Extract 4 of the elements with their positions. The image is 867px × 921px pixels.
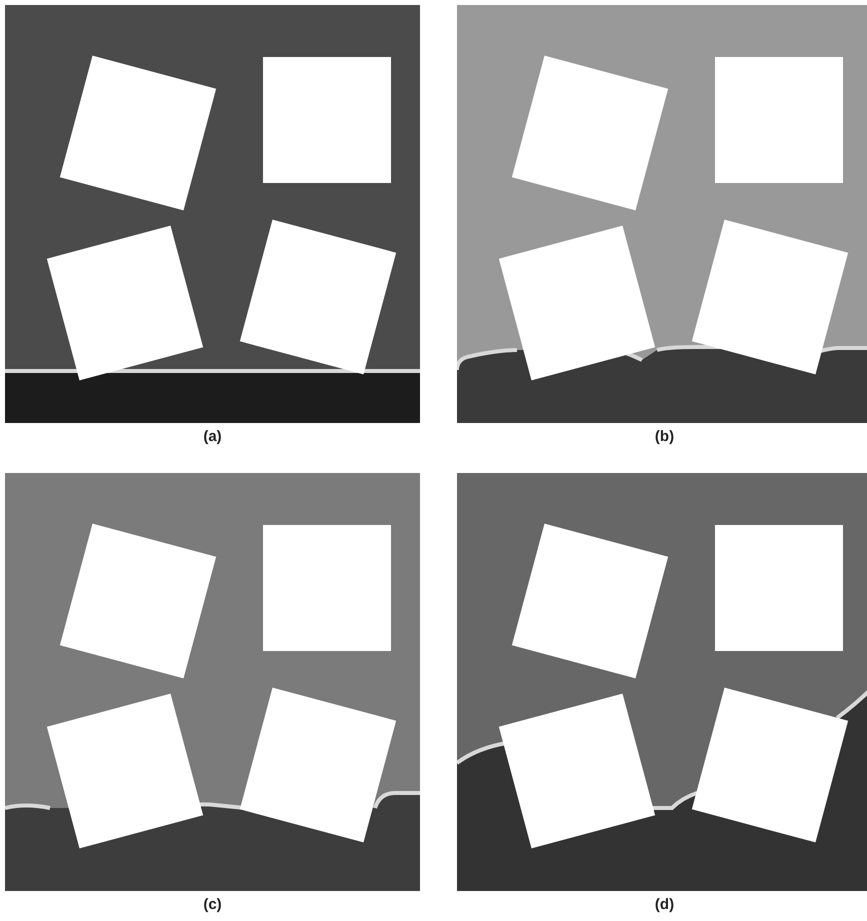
panel-label: (b) bbox=[654, 428, 676, 445]
panel-label: (c) bbox=[202, 896, 223, 913]
panel-label: (d) bbox=[654, 896, 676, 913]
panel-label: (a) bbox=[202, 428, 223, 445]
